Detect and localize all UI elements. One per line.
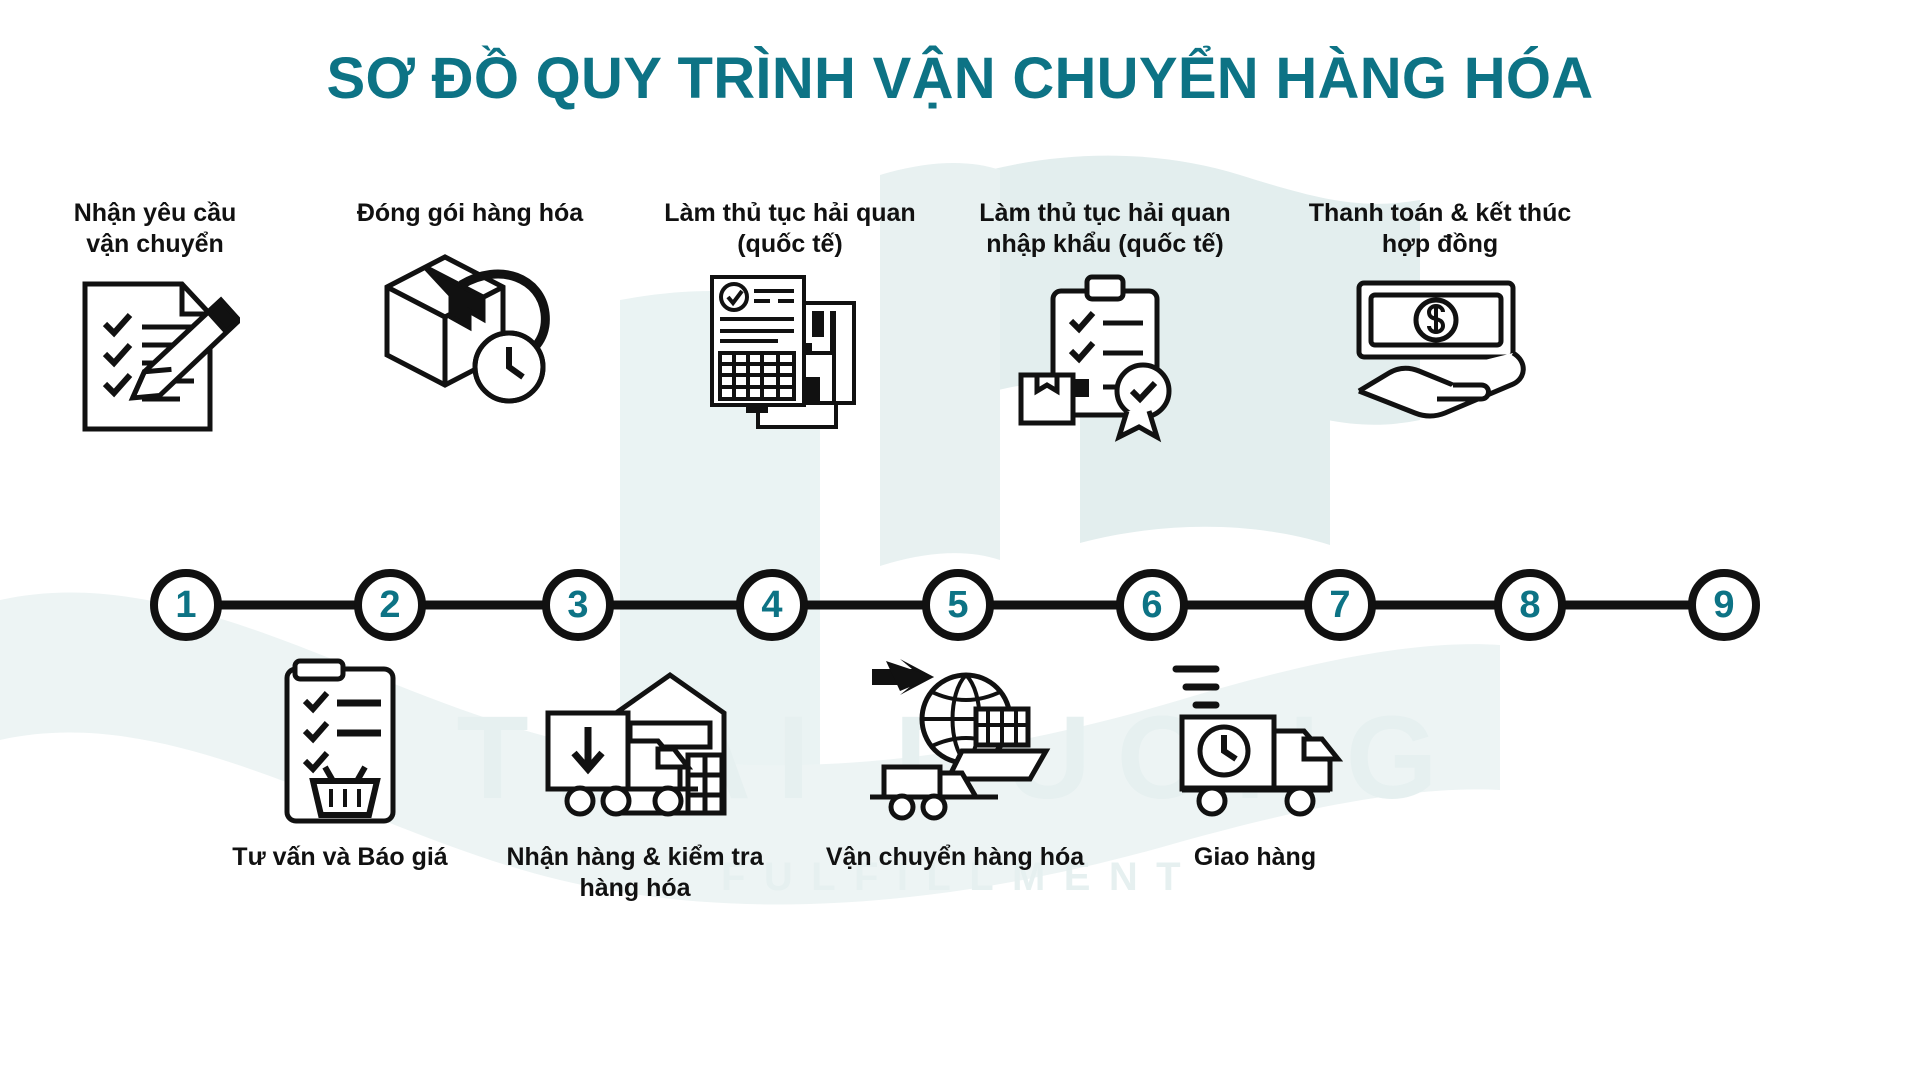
step-9: Thanh toán & kết thúc hợp đồng [1270, 198, 1610, 444]
step-2-label: Tư vấn và Báo giá [232, 843, 448, 871]
timeline-node-4[interactable]: 4 [736, 569, 808, 641]
step-6-label: Vận chuyển hàng hóa [825, 843, 1085, 871]
step-4: Nhận hàng & kiểm tra hàng hóa [470, 655, 800, 903]
step-7: Làm thủ tục hải quan nhập khẩu (quốc tế) [930, 198, 1280, 444]
step-4-label: Nhận hàng & kiểm tra hàng hóa [506, 843, 764, 902]
step-3: Đóng gói hàng hóa [290, 198, 650, 414]
timeline-node-6[interactable]: 6 [1116, 569, 1188, 641]
step-2: Tư vấn và Báo giá [195, 655, 485, 873]
step-7-label: Làm thủ tục hải quan nhập khẩu (quốc tế) [979, 199, 1231, 258]
timeline: 1 2 3 4 5 6 7 8 9 [0, 560, 1920, 650]
step-8-label: Giao hàng [1193, 843, 1317, 871]
step-8: Giao hàng [1110, 655, 1400, 873]
page-title: SƠ ĐỒ QUY TRÌNH VẬN CHUYỂN HÀNG HÓA [326, 46, 1594, 111]
timeline-node-1[interactable]: 1 [150, 569, 222, 641]
clipboard-approved-box-icon [930, 269, 1280, 444]
step-5-label: Làm thủ tục hải quan (quốc tế) [664, 199, 916, 258]
customs-form-barcode-icon [620, 269, 960, 444]
timeline-node-5[interactable]: 5 [922, 569, 994, 641]
step-6: Vận chuyển hàng hóa [790, 655, 1120, 873]
step-5: Làm thủ tục hải quan (quốc tế) [620, 198, 960, 444]
document-pencil-icon [10, 269, 300, 444]
box-tape-clock-icon [290, 239, 650, 414]
timeline-node-8[interactable]: 8 [1494, 569, 1566, 641]
warehouse-truck-inbound-icon [470, 655, 800, 830]
money-in-hand-icon [1270, 269, 1610, 444]
step-1: Nhận yêu cầu vận chuyển [10, 198, 300, 444]
timeline-node-3[interactable]: 3 [542, 569, 614, 641]
step-9-label: Thanh toán & kết thúc hợp đồng [1308, 199, 1572, 258]
timeline-node-7[interactable]: 7 [1304, 569, 1376, 641]
clipboard-checklist-cart-icon [195, 655, 485, 830]
step-3-label: Đóng gói hàng hóa [356, 199, 584, 227]
step-1-label: Nhận yêu cầu vận chuyển [73, 199, 237, 258]
delivery-truck-clock-icon [1110, 655, 1400, 830]
plane-ship-globe-truck-icon [790, 655, 1120, 830]
timeline-node-9[interactable]: 9 [1688, 569, 1760, 641]
timeline-node-2[interactable]: 2 [354, 569, 426, 641]
